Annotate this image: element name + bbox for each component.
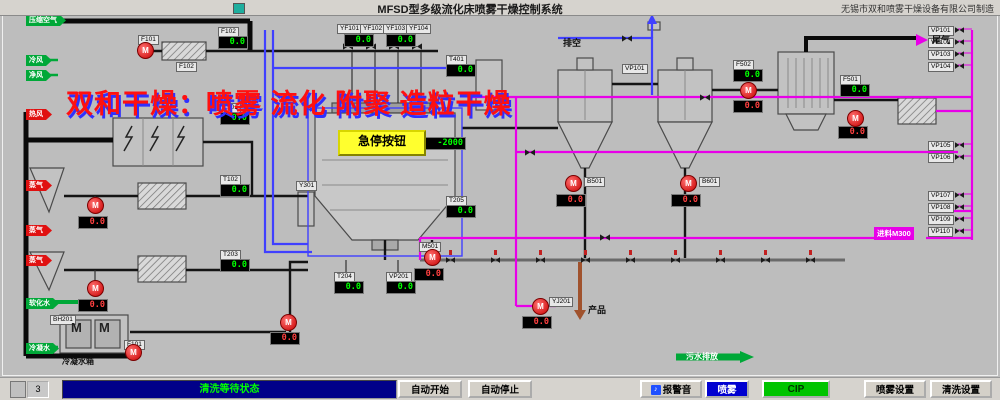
numeric-display: 0.0 [446,64,476,77]
numeric-display: 0.0 [522,316,552,329]
equipment-label: Y301 [296,181,318,191]
numeric-display: 0.0 [78,299,108,312]
flow-label: M [99,320,110,335]
equipment-label: VP101 [928,26,954,36]
numeric-display: 0.0 [78,216,108,229]
clean-settings-button[interactable]: 清洗设置 [930,380,992,398]
stream-tag: 净风 [26,70,52,81]
flow-label: 污水排放 [686,352,718,361]
equipment-label: VP105 [928,141,954,151]
equipment-label: B501 [584,177,606,187]
corner-box[interactable] [10,381,26,398]
status-bar: 清洗等待状态 [62,380,397,399]
equipment-label: VP107 [928,191,954,201]
page-indicator[interactable]: 3 [27,381,49,398]
equipment-label: VP103 [928,50,954,60]
motor-icon: M [87,197,104,214]
numeric-display: 0.0 [334,281,364,294]
numeric-display: 0.0 [671,194,701,207]
flow-label: M [71,320,82,335]
equipment-label: VP102 [928,38,954,48]
numeric-display: 0.0 [270,332,300,345]
stream-tag: 蒸气 [26,225,52,236]
stream-tag: 冷凝水 [26,343,59,354]
flow-label: 进料M300 [874,227,914,240]
flow-label: 尾气 [932,35,951,45]
spray-settings-button[interactable]: 喷雾设置 [864,380,926,398]
numeric-display: 0.0 [840,84,870,97]
flow-label: 冷凝水箱 [62,357,94,366]
numeric-display: 0.0 [446,205,476,218]
equipment-label: YJ201 [549,297,574,307]
numeric-display: 0.0 [220,259,250,272]
numeric-display: 0.0 [218,36,248,49]
numeric-display: 0.0 [556,194,586,207]
auto-start-button[interactable]: 自动开始 [398,380,462,398]
numeric-display: 0.0 [414,268,444,281]
equipment-label: YF104 [406,24,432,34]
flow-label: 排空 [563,38,582,48]
equipment-label: VP104 [928,62,954,72]
stream-tag: 蒸气 [26,180,52,191]
bottom-bar: 3 清洗等待状态 自动开始 自动停止 ♪报警音 喷雾 CIP 喷雾设置 清洗设置 [0,377,1000,400]
numeric-display: 0.0 [220,112,250,125]
numeric-display: 0.0 [220,184,250,197]
numeric-display: 0.0 [733,69,763,82]
equipment-label: VP106 [928,153,954,163]
equipment-label: YF101 [337,24,363,34]
alarm-label: 报警音 [662,385,692,396]
speaker-icon: ♪ [650,385,661,396]
motor-icon: M [125,344,142,361]
stream-tag: 压缩空气 [26,15,66,26]
flow-label: 产品 [588,305,607,315]
numeric-display: 0.0 [838,126,868,139]
cip-button[interactable]: CIP [762,380,830,398]
equipment-label: VP101 [622,64,648,74]
numeric-display: 0.0 [733,100,763,113]
numeric-display: 0.0 [344,34,374,47]
equipment-label: B601 [699,177,721,187]
title-icon [233,3,245,14]
page-title: MFSD型多级流化床喷雾干燥控制系统 [377,4,563,16]
stream-tag: 热风 [26,109,52,120]
numeric-display: -2000 [424,137,466,150]
spray-button[interactable]: 喷雾 [705,380,749,398]
stream-tag: 冷风 [26,55,52,66]
stream-tag: 软化水 [26,298,59,309]
motor-icon: M [280,314,297,331]
numeric-display: 0.0 [386,281,416,294]
motor-icon: M [87,280,104,297]
numeric-display: 0.0 [386,34,416,47]
equipment-label: VP109 [928,215,954,225]
equipment-label: YF102 [360,24,386,34]
motor-icon: M [565,175,582,192]
motor-icon: M [847,110,864,127]
equipment-label: VP108 [928,203,954,213]
manufacturer-label: 无锡市双和喷雾干燥设备有限公司制造 [840,4,994,14]
equipment-label: VP110 [928,227,954,237]
motor-icon: M [680,175,697,192]
emergency-stop-button[interactable]: 急停按钮 [338,130,426,156]
motor-icon: M [137,42,154,59]
motor-icon: M [532,298,549,315]
equipment-label: F102 [176,62,197,72]
motor-icon: M [424,249,441,266]
stream-tag: 蒸气 [26,255,52,266]
equipment-label: YF103 [383,24,409,34]
title-bar: MFSD型多级流化床喷雾干燥控制系统 无锡市双和喷雾干燥设备有限公司制造 [0,0,1000,16]
motor-icon: M [740,82,757,99]
auto-stop-button[interactable]: 自动停止 [468,380,532,398]
alarm-button[interactable]: ♪报警音 [640,380,702,398]
